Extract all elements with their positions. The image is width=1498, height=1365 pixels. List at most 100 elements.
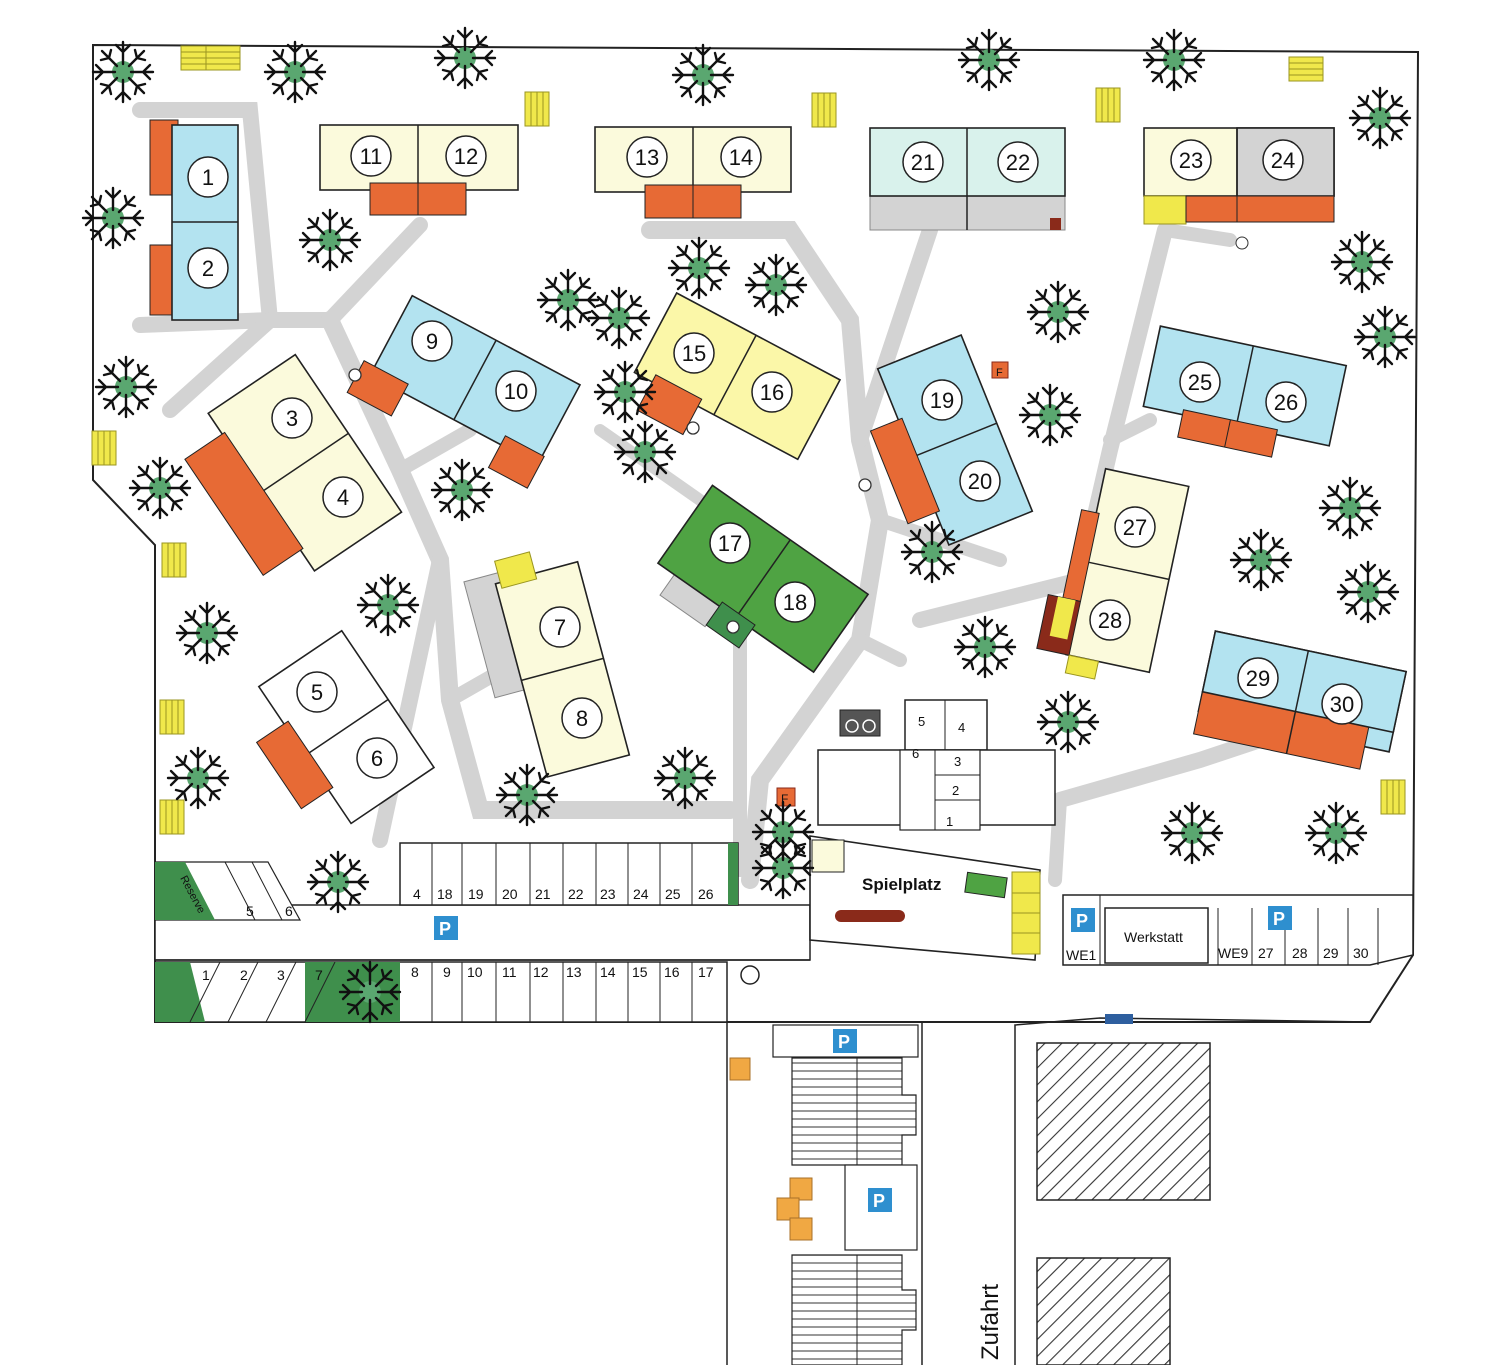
house-number-25: 25 <box>1179 361 1221 403</box>
footpaths <box>132 102 1268 889</box>
svg-text:4: 4 <box>413 886 421 902</box>
tree-icon <box>744 253 808 317</box>
house-number-4: 4 <box>322 476 364 518</box>
svg-text:22: 22 <box>1006 150 1030 175</box>
svg-text:16: 16 <box>760 380 784 405</box>
svg-text:27: 27 <box>1123 515 1147 540</box>
tree-icon <box>900 520 964 584</box>
svg-text:2: 2 <box>952 783 959 798</box>
tree-icon <box>593 360 657 424</box>
svg-text:7: 7 <box>554 615 566 640</box>
svg-text:18: 18 <box>783 590 807 615</box>
house-number-28: 28 <box>1089 599 1131 641</box>
svg-text:29: 29 <box>1246 666 1270 691</box>
fire-marker: F <box>776 787 796 807</box>
svg-text:23: 23 <box>1179 148 1203 173</box>
svg-text:9: 9 <box>426 329 438 354</box>
tree-icon <box>1330 230 1394 294</box>
house-number-23: 23 <box>1170 139 1212 181</box>
svg-text:24: 24 <box>1271 148 1295 173</box>
tree-icon <box>1026 280 1090 344</box>
svg-text:WE9: WE9 <box>1218 945 1249 961</box>
svg-text:P: P <box>1273 909 1285 929</box>
tree-icon <box>1348 86 1412 150</box>
svg-text:26: 26 <box>698 886 714 902</box>
house-number-6: 6 <box>356 737 398 779</box>
svg-text:F: F <box>781 792 788 806</box>
svg-text:F: F <box>996 367 1003 379</box>
tree-icon <box>1142 28 1206 92</box>
lamp-icon <box>740 965 760 985</box>
svg-text:27: 27 <box>1258 945 1274 961</box>
svg-text:13: 13 <box>635 145 659 170</box>
svg-text:7: 7 <box>315 967 323 983</box>
tree-icon <box>338 960 402 1024</box>
tree-icon <box>94 355 158 419</box>
house-number-15: 15 <box>673 332 715 374</box>
house-number-24: 24 <box>1262 139 1304 181</box>
tree-icon <box>1036 690 1100 754</box>
house-number-16: 16 <box>751 371 793 413</box>
parking-left-top: Reserve 5 6 <box>154 861 302 921</box>
tree-icon <box>653 746 717 810</box>
svg-text:P: P <box>1076 911 1088 931</box>
house-number-3: 3 <box>271 397 313 439</box>
svg-text:8: 8 <box>576 706 588 731</box>
neighbour-buildings: Zufahrt <box>977 1014 1371 1365</box>
svg-text:1: 1 <box>202 165 214 190</box>
svg-text:19: 19 <box>468 886 484 902</box>
house-21-22 <box>869 127 1066 231</box>
tree-icon <box>587 286 651 350</box>
tree-icon <box>263 40 327 104</box>
svg-text:Werkstatt: Werkstatt <box>1124 929 1183 945</box>
svg-text:15: 15 <box>632 964 648 980</box>
house-number-14: 14 <box>720 136 762 178</box>
svg-text:6: 6 <box>371 746 383 771</box>
svg-text:14: 14 <box>729 145 753 170</box>
svg-text:8: 8 <box>411 964 419 980</box>
svg-text:10: 10 <box>467 964 483 980</box>
house-number-2: 2 <box>187 247 229 289</box>
svg-text:11: 11 <box>360 144 383 169</box>
svg-text:29: 29 <box>1323 945 1339 961</box>
svg-text:2: 2 <box>240 967 248 983</box>
tree-icon <box>306 850 370 914</box>
svg-text:2: 2 <box>202 256 214 281</box>
tree-icon <box>1229 528 1293 592</box>
tree-icon <box>1353 305 1417 369</box>
svg-text:28: 28 <box>1292 945 1308 961</box>
svg-text:30: 30 <box>1353 945 1369 961</box>
svg-text:14: 14 <box>600 964 616 980</box>
svg-text:P: P <box>838 1032 850 1052</box>
house-number-7: 7 <box>539 606 581 648</box>
playground: Spielplatz <box>809 835 1041 961</box>
house-numbers: 1 2 3 4 5 6 7 8 9 10 11 12 13 14 15 16 1… <box>187 135 1363 779</box>
tree-icon <box>613 420 677 484</box>
svg-text:5: 5 <box>311 680 323 705</box>
tree-icon <box>751 836 815 900</box>
svg-text:3: 3 <box>954 754 961 769</box>
house-number-22: 22 <box>997 141 1039 183</box>
tree-icon <box>495 763 559 827</box>
house-number-8: 8 <box>561 697 603 739</box>
svg-text:P: P <box>873 1191 885 1211</box>
svg-text:20: 20 <box>968 469 992 494</box>
svg-text:Spielplatz: Spielplatz <box>862 875 941 894</box>
tree-icon <box>536 268 600 332</box>
house-1-2 <box>149 119 239 321</box>
house-23-24 <box>1143 127 1335 250</box>
house-number-27: 27 <box>1114 506 1156 548</box>
svg-text:9: 9 <box>443 964 451 980</box>
tree-icon <box>430 458 494 522</box>
svg-text:P: P <box>439 919 451 939</box>
house-number-17: 17 <box>709 522 751 564</box>
svg-text:6: 6 <box>912 746 919 761</box>
svg-text:18: 18 <box>437 886 453 902</box>
tree-icon <box>953 615 1017 679</box>
house-number-5: 5 <box>296 671 338 713</box>
parking-sign: P <box>434 916 458 940</box>
tree-icon <box>667 236 731 300</box>
svg-text:26: 26 <box>1274 390 1298 415</box>
svg-text:21: 21 <box>911 150 935 175</box>
